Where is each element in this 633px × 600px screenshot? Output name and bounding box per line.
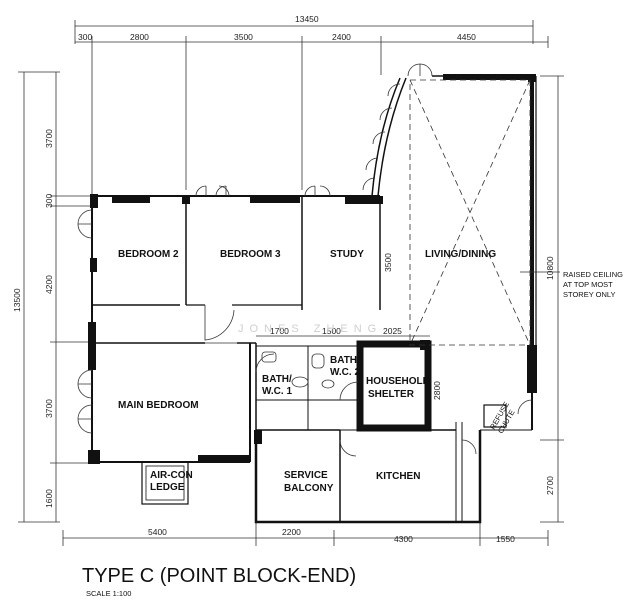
room-bedroom-3: BEDROOM 3: [220, 249, 281, 260]
room-service-balcony-line2: BALCONY: [284, 483, 334, 494]
dim-top-2400: 2400: [332, 32, 351, 42]
room-aircon-ledge-line2: LEDGE: [150, 482, 185, 493]
dim-right-10800: 10800: [545, 256, 555, 280]
bath-fixtures: [261, 351, 335, 389]
dim-top-2800: 2800: [130, 32, 149, 42]
watermark: JONES ZHENG: [238, 323, 382, 335]
dim-left-3700b: 3700: [44, 399, 54, 418]
note-line-3: STOREY ONLY: [563, 290, 616, 299]
room-service-balcony-line1: SERVICE: [284, 470, 328, 481]
dimension-labels: 13450 300 2800 3500 2400 4450 13500 3700…: [12, 14, 555, 544]
dim-right-2700: 2700: [545, 476, 555, 495]
room-bath-1-line1: BATH/: [262, 374, 292, 385]
dim-mid-1700: 1700: [270, 326, 289, 336]
raised-ceiling-note: RAISED CEILING AT TOP MOST STOREY ONLY: [520, 270, 623, 299]
dim-top-total: 13450: [295, 14, 319, 24]
dim-top-300: 300: [78, 32, 92, 42]
room-bedroom-2: BEDROOM 2: [118, 249, 179, 260]
dim-mid-2025: 2025: [383, 326, 402, 336]
room-aircon-ledge-line1: AIR-CON: [150, 470, 193, 481]
dim-bottom-2200: 2200: [282, 527, 301, 537]
dimension-lines: [18, 20, 564, 546]
room-living-dining: LIVING/DINING: [425, 249, 496, 260]
room-household-shelter-line1: HOUSEHOLD: [366, 376, 430, 387]
dim-top-3500: 3500: [234, 32, 253, 42]
plan-scale: SCALE 1:100: [86, 589, 131, 598]
wall-blocks: [88, 74, 537, 464]
room-bath-1-line2: W.C. 1: [262, 386, 292, 397]
room-household-shelter-line2: SHELTER: [368, 389, 415, 400]
dim-bottom-5400: 5400: [148, 527, 167, 537]
dim-left-3700a: 3700: [44, 129, 54, 148]
room-bath-2-line1: BATH/: [330, 355, 360, 366]
room-bath-2-line2: W.C. 2: [330, 367, 360, 378]
dim-left-300: 300: [44, 194, 54, 208]
dim-left-4200: 4200: [44, 275, 54, 294]
doors-windows: [77, 63, 533, 457]
room-study: STUDY: [330, 249, 364, 260]
plan-title: TYPE C (POINT BLOCK-END): [82, 565, 356, 587]
note-line-1: RAISED CEILING: [563, 270, 623, 279]
dim-bottom-1550: 1550: [496, 534, 515, 544]
room-labels: BEDROOM 2 BEDROOM 3 STUDY LIVING/DINING …: [118, 249, 517, 494]
dim-mid-1500: 1500: [322, 326, 341, 336]
room-kitchen: KITCHEN: [376, 471, 420, 482]
dim-bottom-4300: 4300: [394, 534, 413, 544]
dim-top-4450: 4450: [457, 32, 476, 42]
raised-ceiling-marking: [409, 79, 531, 346]
dim-left-1600: 1600: [44, 489, 54, 508]
dim-shelter-2800: 2800: [432, 381, 442, 400]
walls: [91, 75, 537, 524]
note-line-2: AT TOP MOST: [563, 280, 613, 289]
room-main-bedroom: MAIN BEDROOM: [118, 400, 199, 411]
dim-left-total: 13500: [12, 288, 22, 312]
dim-study-3500: 3500: [383, 253, 393, 272]
